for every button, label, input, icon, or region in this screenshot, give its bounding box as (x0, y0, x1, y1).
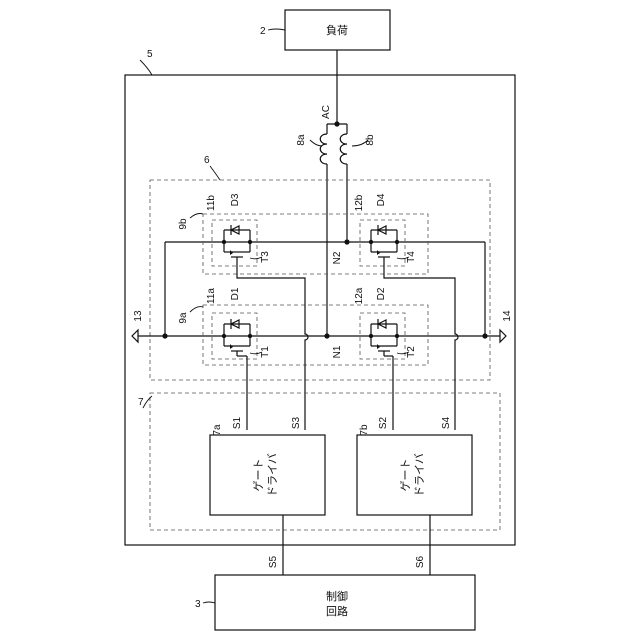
transistor-t2-label: T2 (406, 346, 417, 358)
load-ref: 2 (260, 26, 266, 37)
module-9a-label: 9a (178, 312, 189, 324)
driver-group-ref: 7 (138, 397, 144, 408)
control-circuit-ref: 3 (195, 599, 201, 610)
transistor-t4-label: T4 (406, 251, 417, 263)
switch-ref: 6 (204, 155, 210, 166)
terminal-14 (500, 330, 506, 342)
terminal-13 (132, 330, 138, 342)
module-9b-label: 9b (178, 218, 189, 230)
load-box-label: 負荷 (326, 24, 348, 37)
transistor-t2 (371, 336, 397, 356)
coil-8a-label: 8a (296, 134, 307, 146)
coil-8b (340, 134, 347, 164)
terminal-14-label: 14 (502, 310, 513, 322)
coil-8a (320, 134, 327, 164)
s6-label: S6 (415, 555, 426, 568)
gate-driver-7a-line2: ドライバ (266, 453, 279, 497)
gate-driver-7a-ref: 7a (212, 424, 223, 436)
gate-driver-7a-line1: ゲート (252, 459, 265, 492)
coil-8b-label: 8b (365, 134, 376, 146)
terminal-13-label: 13 (133, 310, 144, 322)
transistor-t1 (224, 336, 250, 356)
diode-d3 (224, 225, 250, 242)
s2-label: S2 (378, 416, 389, 429)
cell-11b-label: 11b (206, 195, 217, 211)
diode-d2-label: D2 (376, 287, 387, 300)
s4-label: S4 (441, 416, 452, 429)
transistor-t3 (224, 242, 250, 262)
diode-d3-label: D3 (230, 193, 241, 206)
node-n2 (344, 239, 349, 244)
node-n1-label: N1 (332, 345, 343, 358)
cell-12a-label: 12a (354, 287, 365, 304)
ac-label: AC (321, 105, 332, 119)
cell-12b-label: 12b (354, 194, 365, 211)
control-circuit-line2: 回路 (326, 605, 348, 618)
device-ref: 5 (147, 49, 153, 60)
transistor-t4 (371, 242, 397, 262)
gate-driver-7b-line1: ゲート (399, 459, 412, 492)
node-n2-label: N2 (332, 251, 343, 264)
s1-label: S1 (232, 416, 243, 429)
gate-driver-7b-ref: 7b (359, 424, 370, 436)
control-circuit-line1: 制御 (326, 589, 348, 603)
diode-d4-label: D4 (376, 193, 387, 206)
diode-d1-label: D1 (230, 287, 241, 300)
switch-area (150, 180, 490, 380)
diode-d2 (371, 319, 397, 336)
diode-d1 (224, 319, 250, 336)
cell-11a-label: 11a (206, 288, 217, 304)
s5-label: S5 (268, 555, 279, 568)
gate-driver-7b-line2: ドライバ (413, 453, 426, 497)
diode-d4 (371, 225, 397, 242)
node-n1 (324, 333, 329, 338)
s3-label: S3 (291, 416, 302, 429)
